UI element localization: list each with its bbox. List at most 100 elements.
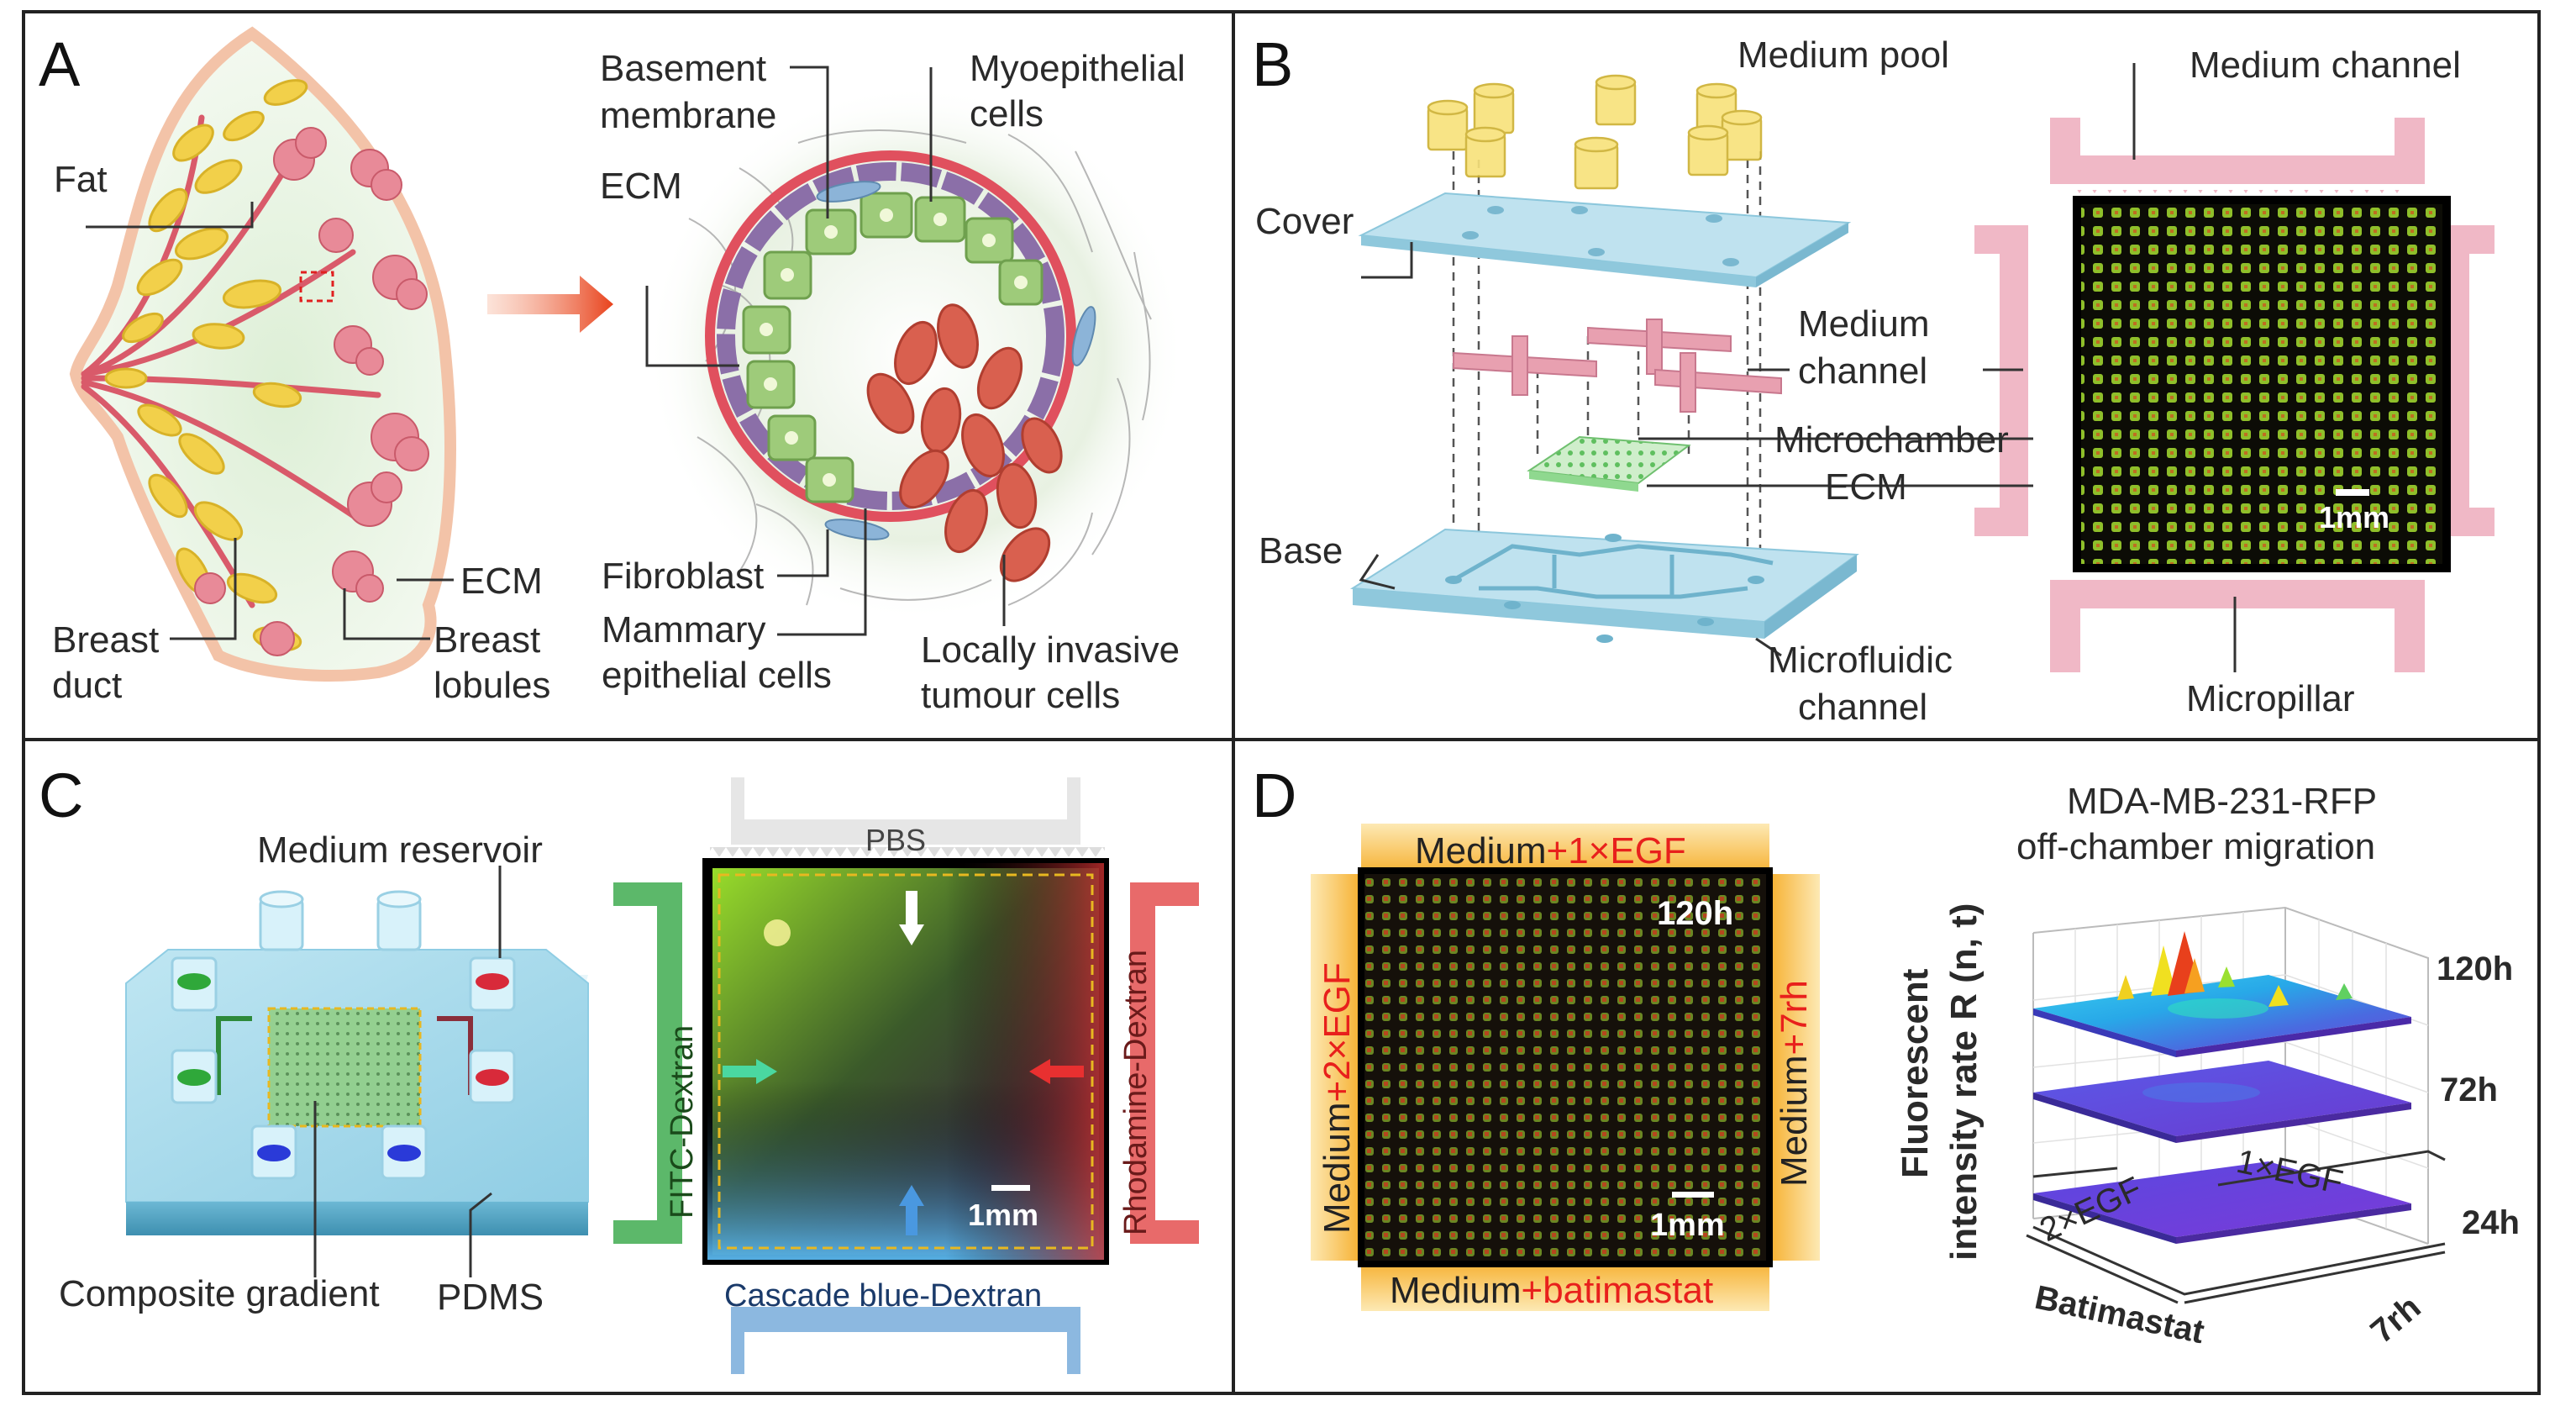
fibroblasts bbox=[816, 181, 1096, 540]
scale-bar-c bbox=[991, 1185, 1030, 1191]
strip-top: Medium+1×EGF bbox=[1415, 830, 1686, 872]
axis-label-7rh: 7rh bbox=[2364, 1288, 2428, 1351]
label-invasive-2: tumour cells bbox=[921, 675, 1120, 716]
strip-left-b: +2×EGF bbox=[1317, 962, 1358, 1102]
scale-bar bbox=[2336, 489, 2369, 496]
axis-label-batimastat: Batimastat bbox=[2032, 1279, 2207, 1351]
label-breast-lobules-2: lobules bbox=[434, 665, 550, 706]
zoom-box bbox=[299, 271, 334, 303]
basement-membrane bbox=[705, 150, 1076, 522]
label-cascade: Cascade blue-Dextran bbox=[724, 1278, 1042, 1314]
strip-top-a: Medium bbox=[1415, 830, 1547, 872]
label-invasive-1: Locally invasive bbox=[921, 629, 1180, 671]
arrow-up bbox=[899, 1185, 924, 1235]
breast-illustration bbox=[69, 26, 456, 682]
panel-b-labels: Medium pool Cover Medium channel Microch… bbox=[1255, 34, 2461, 728]
plot-zlabel-2: intensity rate R (n, t) bbox=[1943, 903, 1985, 1261]
plot-title-1: MDA-MB-231-RFP bbox=[2067, 781, 2377, 822]
label-cover: Cover bbox=[1255, 201, 1354, 242]
arrow-left bbox=[1029, 1059, 1084, 1084]
panel-c-labels: Medium reservoir Composite gradient PDMS bbox=[59, 829, 544, 1318]
gradient-image: 1mm PBS Cascade blue-Dextran FITC-Dextra… bbox=[613, 777, 1199, 1374]
label-ecm: ECM bbox=[600, 166, 682, 207]
label-pdms: PDMS bbox=[437, 1277, 544, 1318]
arrow-right bbox=[723, 1059, 777, 1084]
layer-label-120h: 120h bbox=[2437, 950, 2513, 987]
reservoirs bbox=[171, 890, 516, 1180]
plot-title-2: off-chamber migration bbox=[2016, 826, 2375, 867]
label-basement-1: Basement bbox=[600, 48, 766, 89]
label-ecm-small: ECM bbox=[460, 561, 543, 602]
label-mammary-2: epithelial cells bbox=[602, 655, 832, 696]
label-microfluidic-2: channel bbox=[1798, 687, 1927, 728]
strip-right-a: Medium bbox=[1774, 1056, 1815, 1187]
label-medium-channel-2: channel bbox=[1798, 350, 1927, 392]
label-breast-lobules-1: Breast bbox=[434, 619, 540, 661]
surface-24h bbox=[2033, 1161, 2411, 1244]
scale-bar-d bbox=[1672, 1192, 1714, 1198]
migration-image: 1mm 120h Medium+1×EGF Medium+batimastat … bbox=[1311, 824, 1820, 1311]
scale-label-c: 1mm bbox=[968, 1198, 1038, 1232]
arrow-down bbox=[899, 891, 924, 945]
panel-a-labels: Fat Breast duct ECM Breast lobules Basem… bbox=[52, 48, 1185, 716]
base-layer bbox=[1349, 528, 1859, 643]
chip-fluorescence-image: 1mm bbox=[1974, 118, 2495, 672]
scale-label: 1mm bbox=[2319, 500, 2389, 534]
panel-b: B bbox=[1252, 29, 2495, 728]
panel-b-leaders bbox=[1359, 63, 2237, 672]
panel-b-letter: B bbox=[1252, 29, 1293, 99]
ecm-block bbox=[1529, 471, 1638, 492]
label-myo-2: cells bbox=[970, 93, 1044, 134]
strip-left: Medium+2×EGF bbox=[1317, 962, 1358, 1234]
strip-bottom-a: Medium bbox=[1390, 1270, 1522, 1311]
label-breast-duct-1: Breast bbox=[52, 619, 159, 661]
label-breast-duct-2: duct bbox=[52, 665, 122, 706]
panel-c-leaders bbox=[313, 866, 502, 1277]
label-micropillar: Micropillar bbox=[2186, 678, 2354, 719]
label-ecm-b: ECM bbox=[1825, 466, 1907, 508]
label-fat: Fat bbox=[54, 159, 108, 200]
panel-a-letter: A bbox=[39, 29, 81, 99]
label-myo-1: Myoepithelial bbox=[970, 48, 1185, 89]
label-medium-channel-top: Medium channel bbox=[2190, 45, 2461, 86]
plot-zlabel-1: Fluorescent bbox=[1895, 968, 1936, 1178]
acinus-illustration bbox=[647, 84, 1185, 622]
plot-box bbox=[2032, 906, 2429, 1245]
medium-pools bbox=[1427, 74, 1763, 190]
label-composite-gradient: Composite gradient bbox=[59, 1273, 380, 1314]
panel-frames bbox=[22, 10, 2541, 1395]
fat-lobes bbox=[104, 79, 308, 652]
panel-d-letter: D bbox=[1252, 761, 1296, 830]
scale-label-d: 1mm bbox=[1650, 1208, 1725, 1243]
panel-c: C bbox=[39, 761, 1199, 1374]
ducts bbox=[81, 114, 381, 608]
epithelial-nuclei bbox=[760, 208, 1028, 487]
axis-label-2egf: 2×EGF bbox=[2034, 1170, 2147, 1249]
strip-left-a: Medium bbox=[1317, 1103, 1358, 1235]
plot-axes bbox=[2026, 1150, 2446, 1304]
strip-bottom: Medium+batimastat bbox=[1390, 1270, 1713, 1311]
panel-c-letter: C bbox=[39, 761, 83, 830]
layer-label-24h: 24h bbox=[2462, 1204, 2520, 1241]
time-label: 120h bbox=[1657, 895, 1733, 932]
label-rhodamine: Rhodamine-Dextran bbox=[1118, 950, 1154, 1235]
medium-channel-bars bbox=[1453, 319, 1782, 413]
tumour-cells bbox=[866, 303, 1063, 582]
panel-d: D 1mm 120h Medium+1×EGF Medium+batimasta… bbox=[1252, 761, 2520, 1351]
panel-d-labels: MDA-MB-231-RFP off-chamber migration Flu… bbox=[1895, 781, 2520, 1351]
strip-bottom-b: +batimastat bbox=[1522, 1270, 1714, 1311]
lobules bbox=[194, 127, 429, 656]
label-fibroblast: Fibroblast bbox=[602, 556, 764, 597]
strip-right: Medium+7rh bbox=[1774, 980, 1815, 1187]
cover-layer bbox=[1358, 192, 1852, 287]
label-mammary-1: Mammary bbox=[602, 609, 766, 650]
label-medium-channel-1: Medium bbox=[1798, 303, 1930, 345]
panel-a: A bbox=[39, 26, 1185, 716]
label-medium-pool: Medium pool bbox=[1737, 34, 1949, 76]
layer-label-72h: 72h bbox=[2440, 1072, 2498, 1108]
strip-top-b: +1×EGF bbox=[1547, 830, 1686, 872]
label-pbs: PBS bbox=[865, 823, 926, 857]
label-microfluidic-1: Microfluidic bbox=[1768, 640, 1953, 681]
label-base: Base bbox=[1259, 530, 1343, 571]
strip-right-b: +7rh bbox=[1774, 980, 1815, 1055]
